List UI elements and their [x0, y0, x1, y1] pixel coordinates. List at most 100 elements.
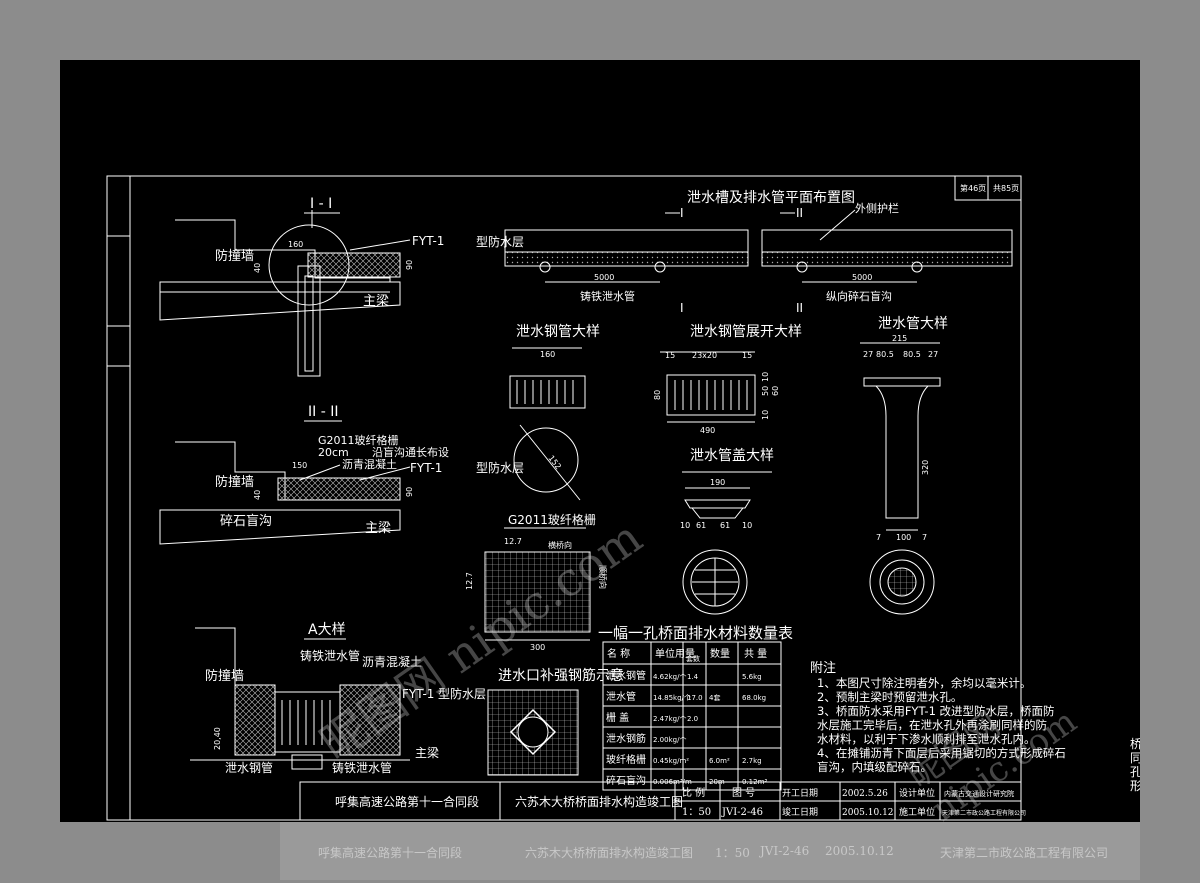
notes-title: 附注	[810, 661, 836, 676]
underlying-titleblock-reflection: 呼集高速公路第十一合同段 六苏木大桥桥面排水构造竣工图 1：50 JVI-2-4…	[280, 822, 1140, 880]
section-ii-ii: II - II 防撞墙 碎石盲沟 主梁 G2011玻纤格栅 20cm 沿盲沟通长…	[159, 404, 449, 545]
detail-cover: 泄水管盖大样 190 10 61 61 10	[680, 448, 774, 615]
plan-roman-ii-top: II	[796, 206, 803, 220]
label-liqing: 沥青混凝土	[342, 457, 397, 471]
detail-zhankai-title: 泄水钢管展开大样	[690, 324, 802, 340]
table-title: 一幅一孔桥面排水材料数量表	[598, 624, 793, 642]
dim-7-2: 7	[922, 533, 927, 542]
table-cell: 2.47kg/个	[653, 715, 686, 723]
plan-layout: 泄水槽及排水管平面布置图 I II I II 5000 5000 型防水层 外侧…	[476, 190, 1013, 315]
note-line: 盲沟，内填级配碎石。	[817, 760, 932, 774]
detail-guangai-title: 泄水管盖大样	[690, 448, 774, 464]
label-zhutiexieshuiguan-2: 铸铁泄水管	[580, 289, 635, 303]
edge-fragment-2: 同样的防	[1130, 750, 1140, 765]
table-cell: 1.4	[687, 673, 699, 681]
dim-20-40: 20,40	[213, 727, 222, 750]
dim-490: 490	[700, 426, 715, 435]
note-line: 水层施工完毕后，在泄水孔外再涂刷同样的防	[817, 718, 1047, 732]
tb-kaigong-label: 开工日期	[782, 788, 818, 799]
label-xingfangshuiceng: 型防水层	[476, 234, 524, 249]
label-fangzhuangqiang: 防撞墙	[215, 248, 254, 264]
reflection-bili: 1：50	[715, 846, 750, 860]
dim-5000-2: 5000	[852, 273, 872, 282]
table-cell: 碎石盲沟	[606, 774, 646, 787]
label-xingfangshuiceng-2: 型防水层	[476, 460, 524, 475]
reflection-jungong: 2005.10.12	[825, 844, 894, 858]
table-header-3: 共 量	[744, 648, 767, 660]
edge-fragment-4: 形成碎石	[1130, 778, 1140, 793]
note-line: 3、桥面防水采用FYT-1 改进型防水层，桥面防	[817, 704, 1055, 718]
table-cell: 泄水管	[606, 690, 636, 703]
tb-tuhao: JVI-2-46	[721, 807, 763, 818]
reflection-project: 呼集高速公路第十一合同段	[318, 846, 463, 860]
edge-fragments: 桥面防 同样的防 孔内。 形成碎石	[1130, 736, 1140, 793]
dim-90: 90	[405, 260, 414, 270]
table-cell: 5.6kg	[742, 673, 762, 681]
label-waicehulan: 外侧护栏	[855, 201, 899, 215]
dim-27-2: 27	[928, 350, 938, 359]
tb-project: 呼集高速公路第十一合同段	[335, 794, 479, 809]
detail-a-title: A大样	[308, 622, 346, 638]
reflection-shigong: 天津第二市政公路工程有限公司	[940, 846, 1109, 860]
reflection-drawing-name: 六苏木大桥桥面排水构造竣工图	[525, 846, 694, 860]
tb-drawing-name: 六苏木大桥桥面排水构造竣工图	[515, 794, 683, 809]
table-cell: 泄水钢筋	[606, 732, 646, 745]
table-cell: 0.45kg/m²	[653, 757, 689, 765]
label-zhutiexieshuiguan: 铸铁泄水管	[300, 648, 360, 663]
detail-unfold: 泄水钢管展开大样 15 23x20 15 490 80 50 60 10 10	[653, 324, 802, 435]
dim-160-2: 160	[540, 350, 555, 359]
detail-inlet-rebar: 进水口补强钢筋示意	[487, 667, 624, 776]
detail-grid-title: G2011玻纤格栅	[508, 512, 596, 527]
tb-sheji: 内蒙古交通设计研究院	[944, 789, 1014, 798]
dim-90-2: 90	[405, 487, 414, 497]
dim-40: 40	[253, 263, 262, 273]
tb-bili-label: 比 例	[682, 786, 705, 799]
detail-xieshuiguan-title: 泄水管大样	[878, 316, 948, 332]
dim-80-5-2: 80.5	[903, 350, 921, 359]
dim-100: 100	[896, 533, 911, 542]
title-block: 呼集高速公路第十一合同段 六苏木大桥桥面排水构造竣工图 比 例 1：50 图 号…	[299, 781, 1026, 821]
table-cell: 68.0kg	[742, 694, 766, 702]
dim-10: 10	[761, 372, 770, 382]
detail-guan-title: 泄水钢管大样	[516, 324, 600, 340]
dim-190: 190	[710, 478, 725, 487]
dim-61-2: 61	[720, 521, 730, 530]
dim-10-2: 10	[761, 410, 770, 420]
tb-sheji-label: 设计单位	[899, 787, 935, 799]
table-cell: 玻纤格栅	[606, 753, 646, 766]
note-line: 水材料，以利于下渗水顺利排至泄水孔内。	[817, 732, 1036, 746]
tb-bili: 1：50	[682, 807, 711, 818]
dim-80-5: 80.5	[876, 350, 894, 359]
tb-kaigong: 2002.5.26	[842, 789, 888, 799]
label-suishimanggou: 碎石盲沟	[220, 513, 272, 529]
table-header-2: 数量	[710, 647, 730, 660]
dim-40-2: 40	[253, 490, 262, 500]
table-cell: 2.0	[687, 715, 698, 723]
table-corner-label: 套数	[686, 654, 700, 663]
note-line: 2、预制主梁时预留泄水孔。	[817, 690, 962, 704]
label-fangzhuangqiang-2: 防撞墙	[215, 474, 254, 490]
plan-roman-i-bottom: I	[680, 301, 684, 315]
label-liqing-2: 沥青混凝土	[362, 654, 422, 669]
label-zhuliang: 主梁	[363, 294, 389, 309]
plan-title: 泄水槽及排水管平面布置图	[687, 190, 855, 206]
label-zongxiangsuishi: 纵向碎石盲沟	[826, 289, 892, 303]
label-shunqiaoxiang: 顺桥向	[598, 565, 608, 589]
dim-5000: 5000	[594, 273, 614, 282]
label-xingfangshuiceng-3: 型防水层	[438, 686, 486, 701]
note-line: 1、本图尺寸除注明者外，余均以毫米计。	[817, 676, 1031, 690]
table-cell: 14.85kg/个	[653, 694, 691, 702]
table-header-0: 名 称	[607, 647, 630, 660]
dim-15-2: 15	[742, 351, 752, 360]
cad-drawing-viewport[interactable]: 第46页 共85页 I - I 防撞墙 主梁 FYT-1 160 40 90 I…	[60, 60, 1140, 822]
plan-roman-ii-bottom: II	[796, 301, 803, 315]
reflection-tuhao: JVI-2-46	[760, 844, 810, 858]
table-cell: 4套	[709, 693, 720, 702]
label-hengqiaoxiang: 横桥向	[548, 540, 572, 550]
tb-jungong-label: 竣工日期	[782, 806, 818, 818]
notes: 附注 1、本图尺寸除注明者外，余均以毫米计。2、预制主梁时预留泄水孔。3、桥面防…	[810, 661, 1066, 774]
dim-61: 61	[696, 521, 706, 530]
note-line: 4、在摊铺沥青下面层后采用锯切的方式形成碎石	[817, 746, 1066, 760]
dim-80: 80	[653, 390, 662, 400]
